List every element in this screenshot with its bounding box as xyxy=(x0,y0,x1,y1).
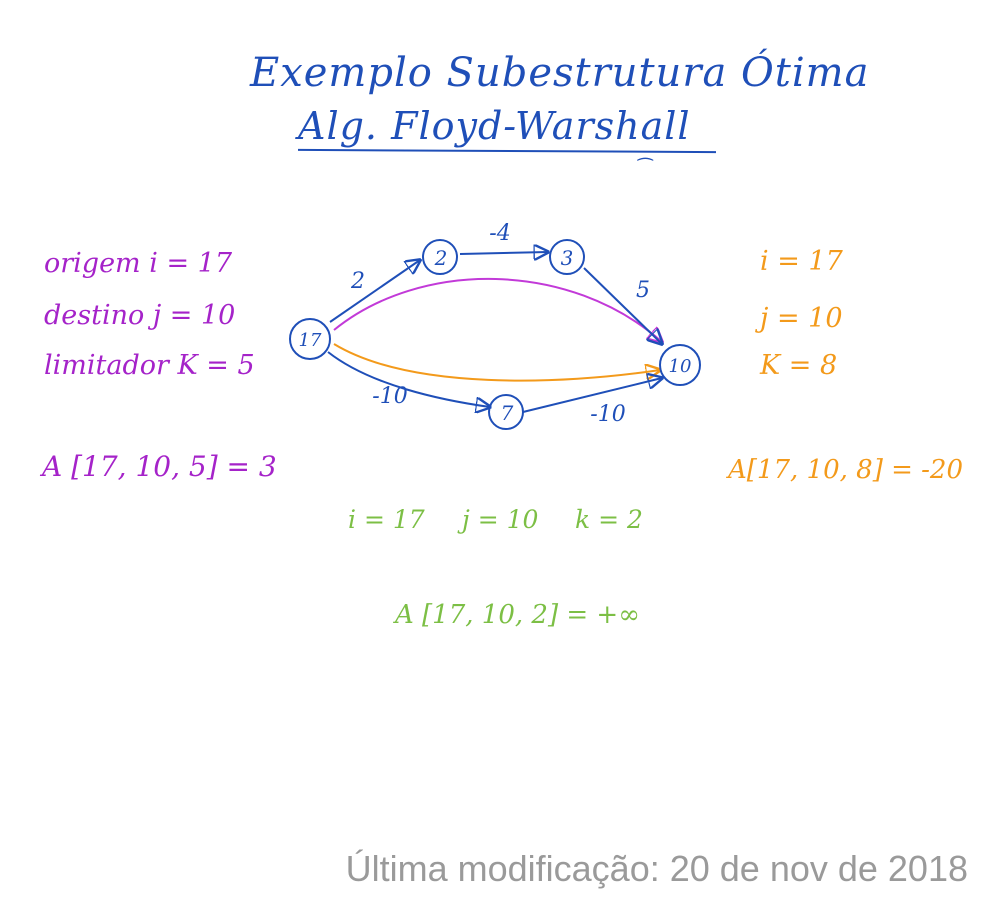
edge-2-3-weight: -4 xyxy=(489,221,510,246)
node-2 xyxy=(422,239,458,275)
origin-label: origem i = 17 xyxy=(44,248,233,279)
node-17 xyxy=(289,318,331,360)
node-10-label: 10 xyxy=(669,356,692,377)
right-i-label: i = 17 xyxy=(760,246,843,277)
node-17-label: 17 xyxy=(299,330,322,351)
node-7 xyxy=(488,394,524,430)
edge-17-2-weight: 2 xyxy=(350,269,365,294)
title-underline xyxy=(297,148,717,154)
node-7-label: 7 xyxy=(501,401,514,425)
page-title: Exemplo Subestrutura Ótima xyxy=(250,50,870,96)
edge-17-7-weight: -10 xyxy=(372,384,407,409)
edge-7-10 xyxy=(522,378,662,413)
destination-label: destino j = 10 xyxy=(44,300,236,331)
edge-2-3 xyxy=(459,252,548,254)
bottom-k-label: k = 2 xyxy=(575,505,643,534)
result-k8: A[17, 10, 8] = -20 xyxy=(728,455,964,485)
node-3 xyxy=(549,239,585,275)
bottom-j-label: j = 10 xyxy=(462,505,539,534)
result-k2: A [17, 10, 2] = +∞ xyxy=(395,600,640,630)
edge-3-10-weight: 5 xyxy=(636,278,650,303)
node-2-label: 2 xyxy=(434,246,448,270)
right-k-label: K = 8 xyxy=(760,350,838,381)
path-k5-curve xyxy=(333,278,662,342)
node-10 xyxy=(659,344,701,386)
path-k8-curve xyxy=(333,343,660,382)
edge-17-2 xyxy=(329,260,420,323)
page-subtitle: Alg. Floyd-Warshall xyxy=(298,104,691,148)
edge-17-7 xyxy=(327,351,490,407)
node-3-label: 3 xyxy=(561,246,574,270)
edge-3-10 xyxy=(583,267,662,344)
title-squiggle: ⁀ xyxy=(638,158,653,179)
limit-label: limitador K = 5 xyxy=(44,350,255,381)
right-j-label: j = 10 xyxy=(760,303,843,334)
result-k5: A [17, 10, 5] = 3 xyxy=(42,450,277,483)
last-modified: Última modificação: 20 de nov de 2018 xyxy=(345,848,968,889)
bottom-i-label: i = 17 xyxy=(348,505,425,534)
edge-7-10-weight: -10 xyxy=(590,402,625,427)
